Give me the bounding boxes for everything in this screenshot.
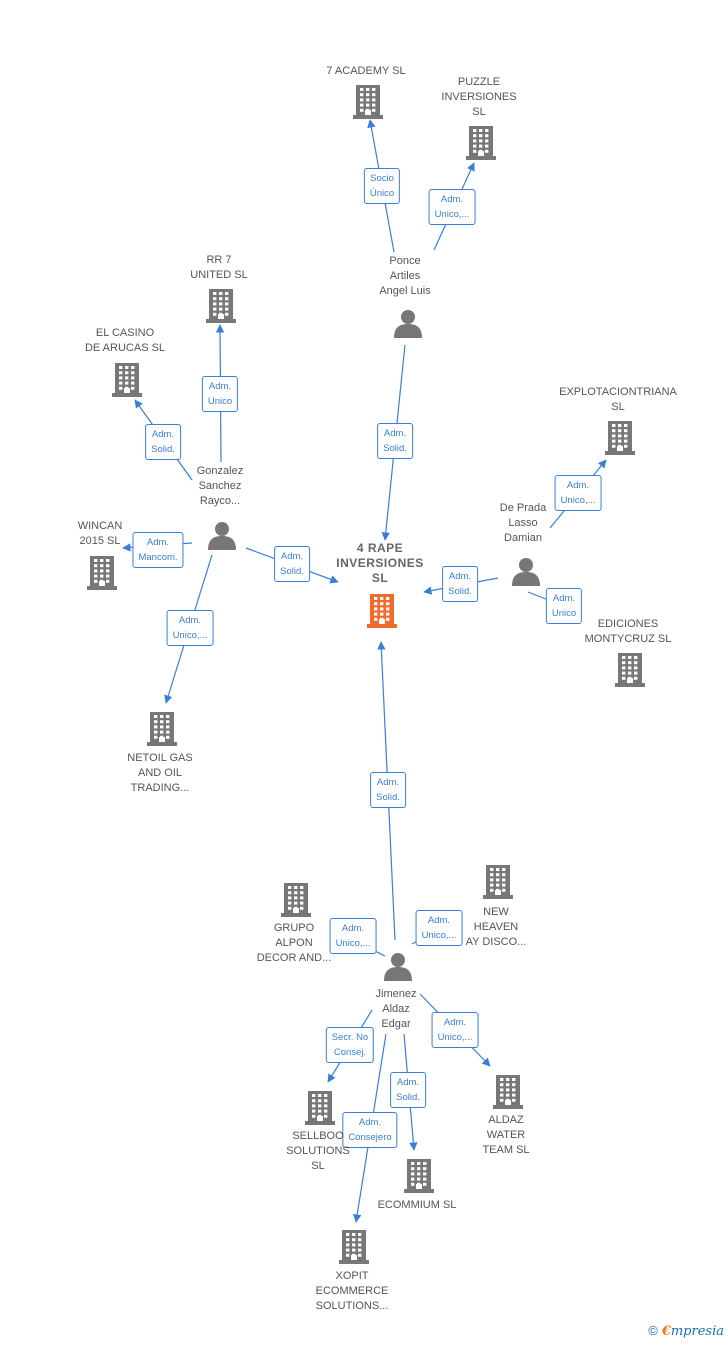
copyright: ©€mpresia [648, 1323, 724, 1339]
company-label-ecommium[interactable]: ECOMMIUM SL [377, 1199, 457, 1211]
edge-label-gonzalez-netoil[interactable]: Adm. Unico,... [166, 610, 214, 646]
person-label-deprada[interactable]: De Prada Lasso Damian [499, 502, 547, 544]
company-label-grupo[interactable]: GRUPO ALPON DECOR AND... [256, 922, 332, 964]
edge-label-jimenez-sellboo[interactable]: Secr. No Consej. [325, 1027, 375, 1063]
building-icon[interactable] [605, 421, 635, 460]
edge-label-jimenez-ecommium[interactable]: Adm. Solid. [390, 1072, 426, 1108]
edge-label-gonzalez-wincan[interactable]: Adm. Mancom. [132, 532, 184, 568]
person-icon[interactable] [207, 520, 237, 555]
building-icon[interactable] [483, 865, 513, 904]
company-label-ediciones[interactable]: EDICIONES MONTYCRUZ SL [584, 618, 672, 645]
building-icon[interactable] [404, 1159, 434, 1198]
edge-label-gonzalez-rr7[interactable]: Adm. Unico [201, 376, 239, 412]
building-icon[interactable] [339, 1230, 369, 1269]
edge-label-deprada-ediciones[interactable]: Adm. Unico [545, 588, 583, 624]
company-label-netoil[interactable]: NETOIL GAS AND OIL TRADING... [127, 752, 193, 794]
company-label-xopit[interactable]: XOPIT ECOMMERCE SOLUTIONS... [315, 1270, 389, 1312]
edge-label-deprada-main[interactable]: Adm. Solid. [442, 566, 478, 602]
edge-label-gonzalez-casino[interactable]: Adm. Solid. [145, 424, 181, 460]
edge-label-gonzalez-main[interactable]: Adm. Solid. [274, 546, 310, 582]
company-label-wincan[interactable]: WINCAN 2015 SL [77, 520, 123, 547]
company-label-newheaven[interactable]: NEW HEAVEN AY DISCO... [465, 906, 527, 948]
company-label-casino[interactable]: EL CASINO DE ARUCAS SL [84, 327, 166, 354]
edge-label-ponce-puzzle[interactable]: Adm. Unico,... [428, 189, 476, 225]
edge-label-ponce-academy[interactable]: Socio Único [363, 168, 401, 204]
company-label-rr7[interactable]: RR 7 UNITED SL [190, 254, 248, 281]
building-icon[interactable] [87, 556, 117, 595]
person-label-jimenez[interactable]: Jimenez Aldaz Edgar [375, 988, 417, 1030]
person-label-gonzalez[interactable]: Gonzalez Sanchez Rayco... [196, 465, 244, 507]
building-icon[interactable] [615, 653, 645, 692]
edge-label-ponce-main[interactable]: Adm. Solid. [377, 423, 413, 459]
building-icon[interactable] [466, 126, 496, 165]
person-icon[interactable] [511, 556, 541, 591]
company-label-puzzle[interactable]: PUZZLE INVERSIONES SL [441, 76, 517, 118]
company-label-aldaz[interactable]: ALDAZ WATER TEAM SL [482, 1114, 530, 1156]
person-icon[interactable] [393, 308, 423, 343]
building-icon[interactable] [281, 883, 311, 922]
building-icon[interactable] [112, 363, 142, 402]
building-icon[interactable] [305, 1091, 335, 1130]
brand-logo: €mpresia [661, 1324, 724, 1339]
company-label-explot[interactable]: EXPLOTACIONTRIANA SL [559, 386, 677, 413]
person-label-ponce[interactable]: Ponce Artiles Angel Luis [379, 255, 431, 297]
edge-label-deprada-explot[interactable]: Adm. Unico,... [554, 475, 602, 511]
edge-label-jimenez-newheaven[interactable]: Adm. Unico,... [415, 910, 463, 946]
company-label-sellboo[interactable]: SELLBOO SOLUTIONS SL [286, 1130, 350, 1172]
company-label-academy[interactable]: 7 ACADEMY SL [326, 65, 406, 77]
edge-label-jimenez-aldaz[interactable]: Adm. Unico,... [431, 1012, 479, 1048]
edge-label-jimenez-main[interactable]: Adm. Solid. [370, 772, 406, 808]
edge-label-jimenez-grupo[interactable]: Adm. Unico,... [329, 918, 377, 954]
building-icon[interactable] [353, 85, 383, 124]
main-company-building-icon[interactable] [367, 594, 397, 633]
building-icon[interactable] [206, 289, 236, 328]
copyright-symbol: © [648, 1323, 658, 1338]
building-icon[interactable] [147, 712, 177, 751]
company-label-main[interactable]: 4 RAPE INVERSIONES SL [336, 541, 424, 585]
edge-label-jimenez-xopit[interactable]: Adm. Consejero [342, 1112, 398, 1148]
person-icon[interactable] [383, 951, 413, 986]
building-icon[interactable] [493, 1075, 523, 1114]
